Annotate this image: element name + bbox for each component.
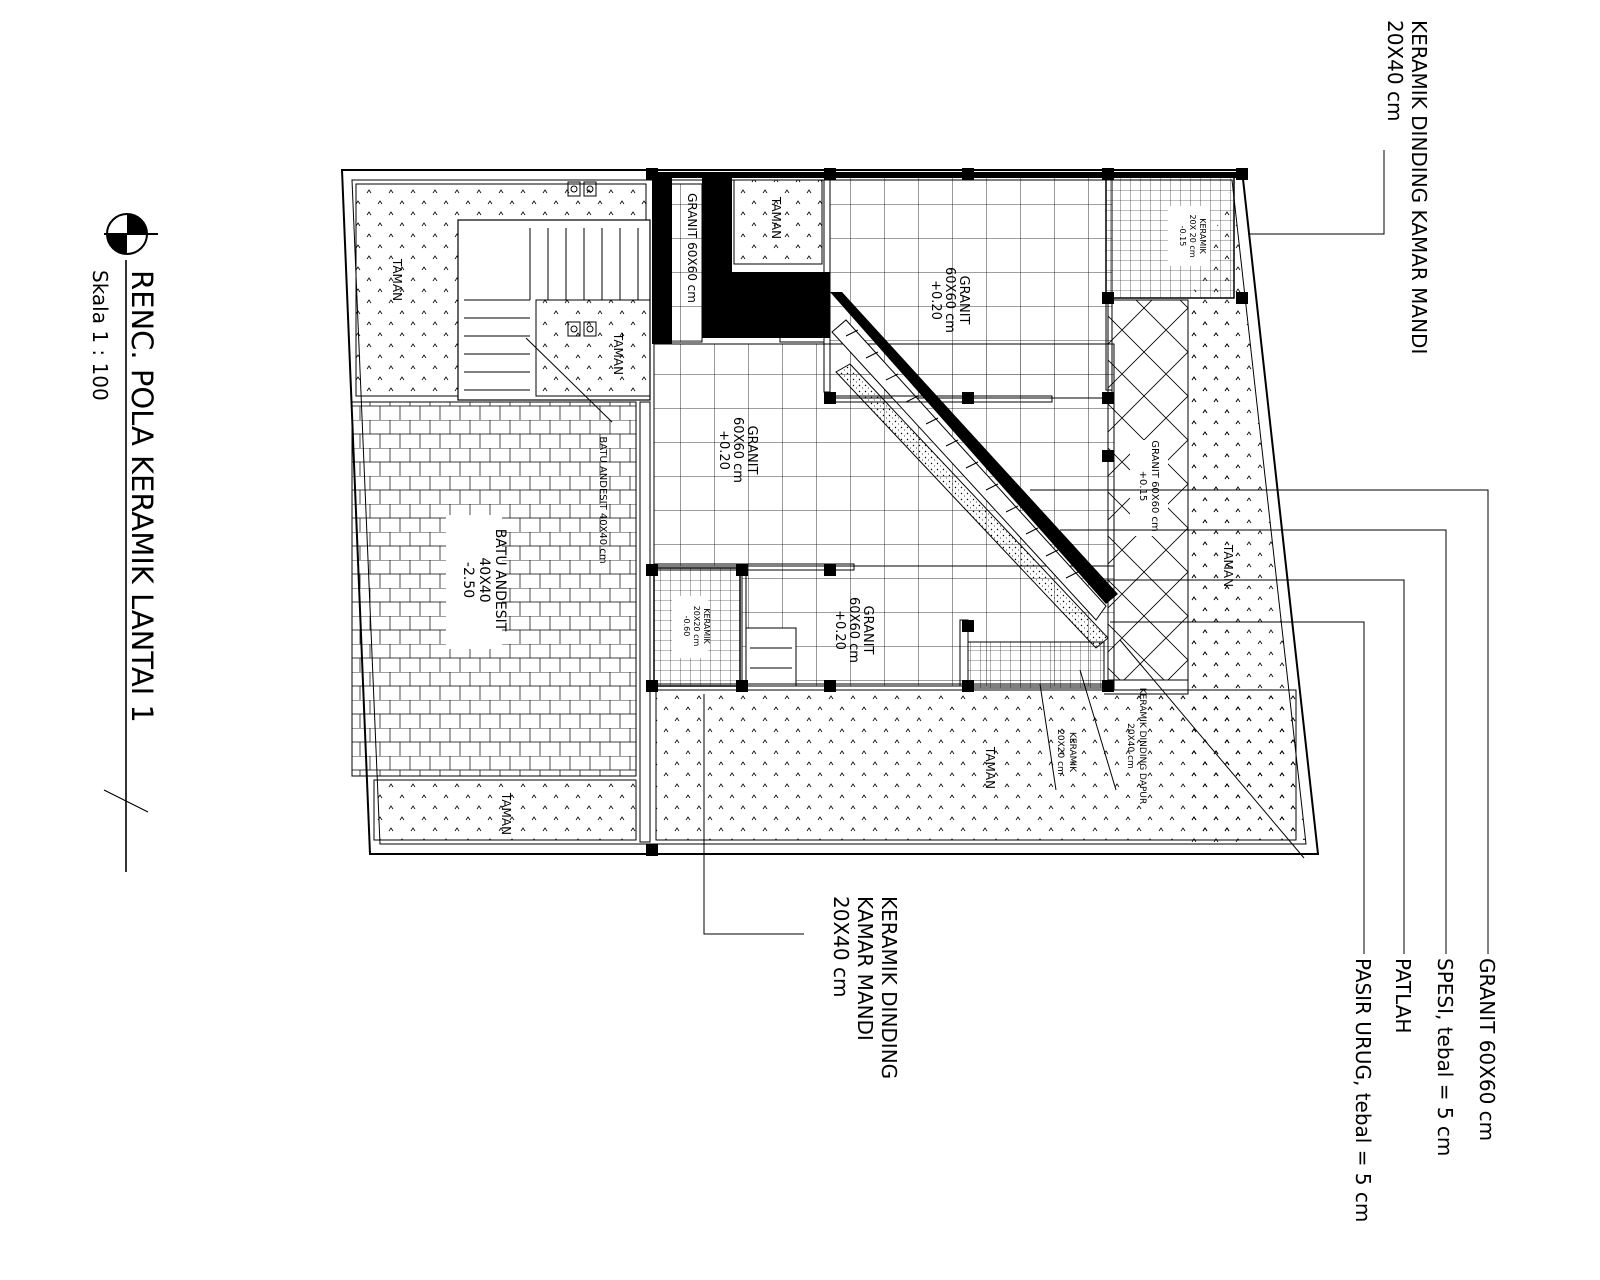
leader-lines	[525, 150, 1489, 954]
callout-bottom-line2: KAMAR MANDI	[853, 896, 877, 1041]
callout-bottom-line1: KERAMIK DINDING	[877, 896, 901, 1079]
label-keramik-br-size: 20X20 cm	[1055, 729, 1065, 775]
label-andesit-note: BATU ANDESIT 40X40 cm	[597, 436, 608, 563]
label-keramik-br-title: KERAMIK	[1067, 732, 1077, 773]
label-keramik-bl-level: -0.60	[682, 616, 691, 637]
callout-top-right-line1: KERAMIK DINDING KAMAR MANDI	[1407, 20, 1431, 354]
callout-granit: GRANIT 60X60 cm	[1475, 958, 1499, 1141]
drawing-title: RENC. POLA KERAMIK LANTAI 1	[125, 270, 159, 723]
stair-block	[457, 219, 651, 401]
bathroom-bottom-left-label-box	[672, 596, 708, 658]
callout-top-right-line2: 20X40 cm	[1383, 20, 1407, 121]
callout-patlah: PATLAH	[1391, 958, 1415, 1033]
bathroom-top-right-label-box	[1168, 206, 1210, 266]
label-dapur-2: 20X40 cm	[1125, 723, 1135, 769]
north-arrow-symbol	[104, 213, 158, 255]
label-granit-main-size: 60X60 cm	[730, 417, 745, 483]
callout-spesi: SPESI, tebal = 5 cm	[1433, 958, 1457, 1156]
fixture-symbols	[567, 181, 597, 337]
label-dapur-1: KERAMIK DINDING DAPUR	[1137, 688, 1147, 804]
label-granit-top-size: 60X60 cm	[942, 267, 957, 333]
label-taman-left-top: TAMAN	[390, 258, 404, 301]
section-teeth	[845, 329, 1079, 579]
columns	[646, 168, 1248, 856]
label-granit-strip: GRANIT 60X60 cm	[685, 193, 699, 303]
label-keramik-tr-level: -0.15	[1178, 226, 1187, 247]
andesit-label-box	[446, 515, 502, 649]
label-andesit-title: BATU ANDESIT	[492, 529, 508, 632]
room-labels: TAMAN TAMAN TAMAN TAMAN TAMAN TAMAN GRAN…	[390, 193, 1235, 835]
title-tick	[103, 789, 149, 813]
label-granit-mid-level: +0.20	[832, 610, 847, 650]
label-granit-top-level: +0.20	[928, 280, 943, 320]
drawing-scale: Skala 1 : 100	[88, 270, 112, 401]
label-granit-top-title: GRANIT	[956, 276, 971, 325]
label-andesit-level: -2.50	[460, 562, 476, 598]
label-granit-main-level: +0.20	[716, 430, 731, 470]
callout-bottom-line3: 20X40 cm	[829, 896, 853, 997]
label-keramik-tr-size: 20X 20 cm	[1188, 214, 1197, 257]
label-taman-right: TAMAN	[1221, 544, 1235, 587]
label-keramik-bl-title: KERAMIK	[702, 608, 711, 644]
label-granit-right-1: GRANIT 60X60 cm	[1149, 440, 1160, 532]
label-granit-right-2: +0.15	[1137, 471, 1148, 502]
structural-walls	[652, 172, 1242, 604]
kitchen-counter	[745, 627, 797, 687]
callout-pasir: PASIR URUG, tebal = 5 cm	[1351, 958, 1375, 1222]
section-stipple	[835, 363, 1109, 649]
label-taman-small: TAMAN	[769, 196, 783, 239]
label-taman-upper: TAMAN	[611, 332, 625, 375]
label-taman-lower: TAMAN	[983, 746, 997, 789]
section-hatch-top	[831, 319, 1107, 621]
label-granit-main-title: GRANIT	[744, 426, 759, 475]
label-granit-mid-title: GRANIT	[860, 606, 875, 655]
thin-walls	[639, 179, 1115, 843]
label-keramik-bl-size: 20X20 cm	[692, 606, 701, 647]
diagonal-label-box	[1130, 440, 1168, 536]
label-taman-bottom: TAMAN	[499, 792, 513, 835]
label-granit-mid-size: 60X60 cm	[846, 597, 861, 663]
label-keramik-tr-title: KERAMIK	[1198, 218, 1207, 254]
label-andesit-size: 40X40	[476, 557, 492, 602]
